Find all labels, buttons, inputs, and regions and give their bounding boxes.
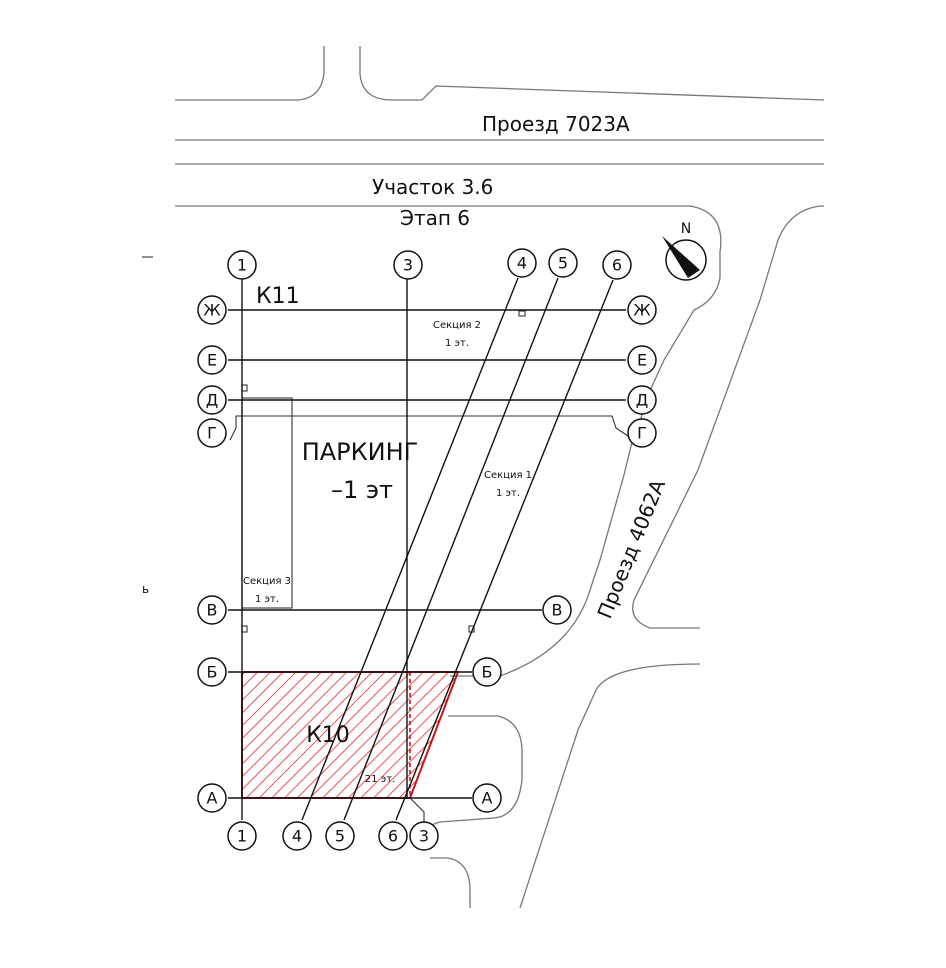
svg-text:Е: Е <box>637 351 647 370</box>
svg-text:5: 5 <box>335 827 345 846</box>
axis-bubble-a-left: А <box>197 783 227 813</box>
svg-text:Д: Д <box>636 391 649 410</box>
section1-floors: 1 эт. <box>496 488 520 499</box>
parking-floor-label: –1 эт <box>331 476 393 504</box>
axis-bubble-zh-right: Ж <box>627 295 657 325</box>
axis-bubble-3-bottom: 3 <box>409 821 439 851</box>
axis-bubble-1-top: 1 <box>227 250 257 280</box>
svg-text:6: 6 <box>388 827 398 846</box>
axis-bubble-g-right: Г <box>627 418 657 448</box>
svg-text:В: В <box>207 601 218 620</box>
axis-bubble-b-right: Б <box>472 657 502 687</box>
section3-floors: 1 эт. <box>255 594 279 605</box>
svg-text:Б: Б <box>207 663 218 682</box>
horizontal-axis-lines <box>228 309 626 799</box>
north-arrow-icon: N <box>662 221 707 281</box>
parking-label: ПАРКИНГ <box>302 438 419 466</box>
section1-label: Секция 1 <box>484 470 532 481</box>
axis-bubble-d-left: Д <box>197 385 227 415</box>
axis-bubble-a-right: А <box>472 783 502 813</box>
svg-text:1: 1 <box>237 256 247 275</box>
section2-floors: 1 эт. <box>445 338 469 349</box>
svg-text:Б: Б <box>482 663 493 682</box>
svg-text:1: 1 <box>237 827 247 846</box>
axis-bubble-b-left: Б <box>197 657 227 687</box>
svg-text:Е: Е <box>207 351 217 370</box>
building-k11-label: К11 <box>256 284 300 309</box>
svg-text:Ж: Ж <box>633 301 650 320</box>
svg-text:Г: Г <box>207 424 217 443</box>
svg-text:А: А <box>207 789 218 808</box>
svg-text:4: 4 <box>517 254 527 273</box>
svg-text:Д: Д <box>206 391 219 410</box>
svg-text:4: 4 <box>292 827 302 846</box>
building-k10-label: К10 <box>306 723 350 748</box>
road-outlines <box>175 46 825 909</box>
road-top-label: Проезд 7023А <box>482 112 630 136</box>
axis-bubble-g-left: Г <box>197 418 227 448</box>
axis-bubble-6-bottom: 6 <box>378 821 408 851</box>
road-right-label: Проезд 4062А <box>592 476 670 622</box>
stage-label: Этап 6 <box>400 206 470 230</box>
axis-bubble-zh-left: Ж <box>197 295 227 325</box>
k10-floors-label: 21 эт. <box>365 774 395 785</box>
axis-bubble-3-top: 3 <box>393 250 423 280</box>
axis-bubble-v-left: В <box>197 595 227 625</box>
axis-bubble-d-right: Д <box>627 385 657 415</box>
axis-bubble-6-top: 6 <box>602 250 632 280</box>
axis-bubble-1-bottom: 1 <box>227 821 257 851</box>
building-k10-footprint <box>241 671 460 799</box>
section2-label: Секция 2 <box>433 320 481 331</box>
svg-text:В: В <box>552 601 563 620</box>
svg-text:А: А <box>482 789 493 808</box>
axis-bubble-e-right: Е <box>627 345 657 375</box>
axis-bubble-4-top: 4 <box>507 248 537 278</box>
axis-bubble-4-bottom: 4 <box>282 821 312 851</box>
svg-text:3: 3 <box>403 256 413 275</box>
svg-text:Ж: Ж <box>203 301 220 320</box>
vertical-axis-lines <box>241 277 614 821</box>
north-label: N <box>681 221 691 237</box>
axis-bubble-e-left: Е <box>197 345 227 375</box>
svg-text:3: 3 <box>419 827 429 846</box>
axis-bubble-5-top: 5 <box>548 248 578 278</box>
plot-label: Участок 3.6 <box>372 175 493 199</box>
svg-text:5: 5 <box>558 254 568 273</box>
axis-bubble-v-right: В <box>542 595 572 625</box>
svg-text:6: 6 <box>612 256 622 275</box>
axis-bubble-5-bottom: 5 <box>325 821 355 851</box>
svg-text:Г: Г <box>637 424 647 443</box>
section3-label: Секция 3 <box>243 576 291 587</box>
edge-mark: ь <box>142 582 149 596</box>
